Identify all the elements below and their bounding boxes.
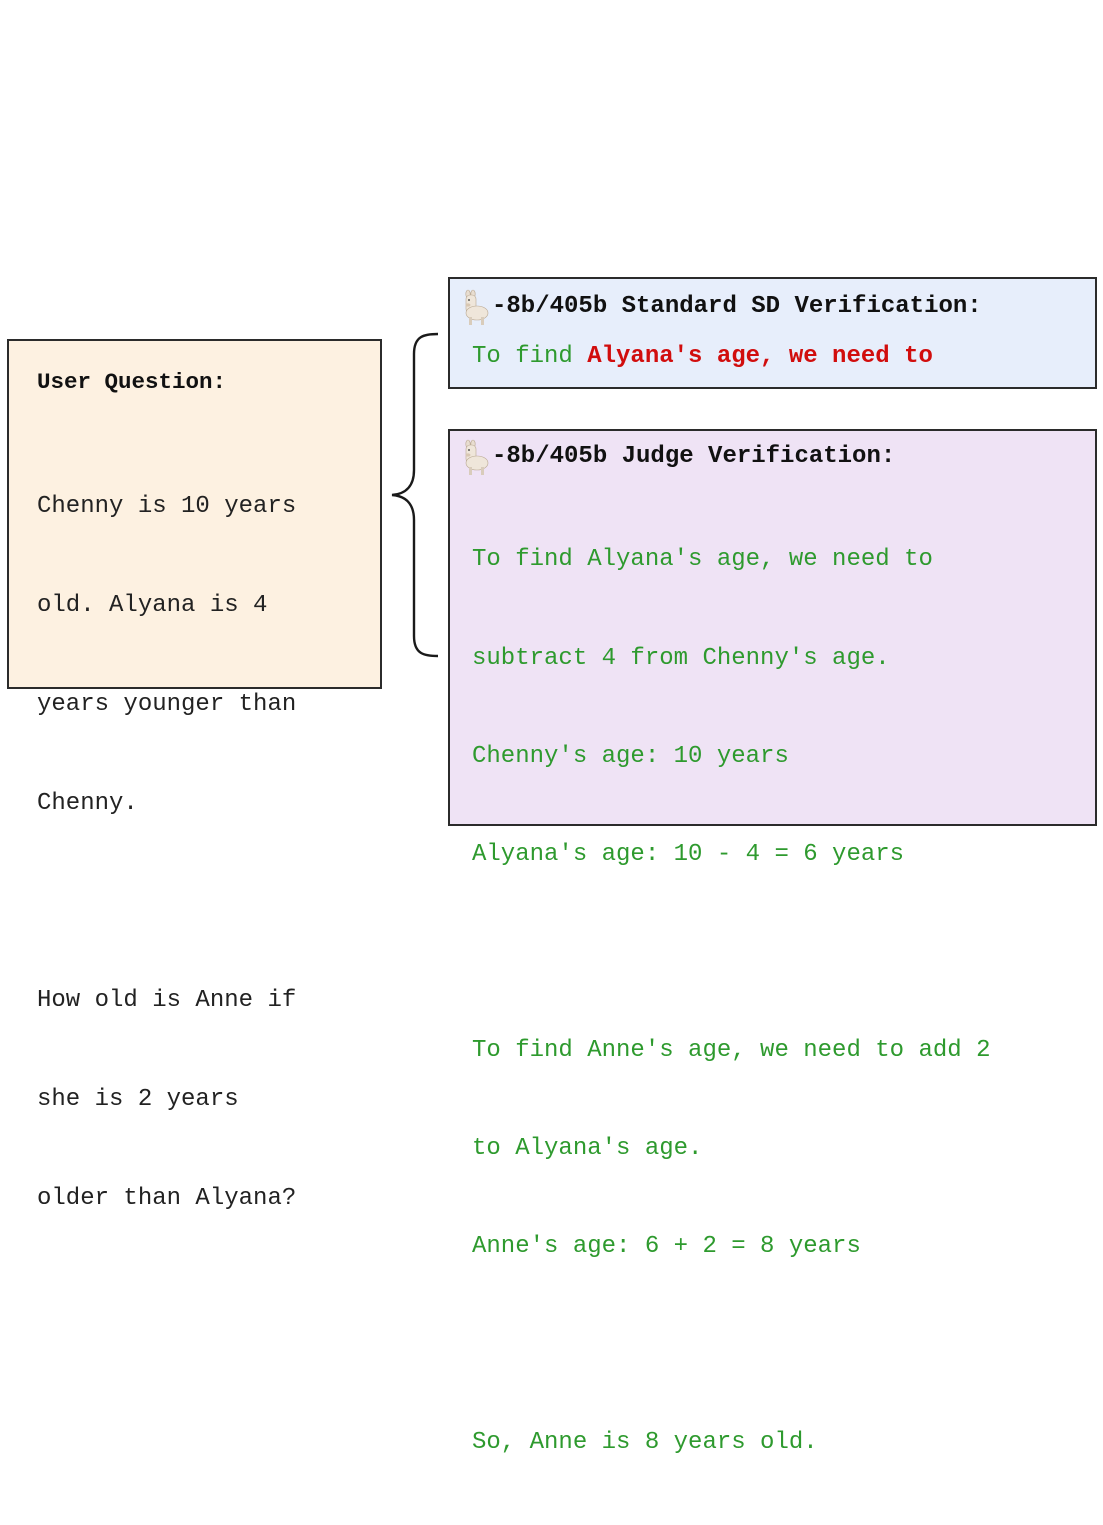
llama-icon [465, 289, 489, 325]
user-question-box: User Question: Chenny is 10 years old. A… [7, 339, 382, 1212]
question-line: Chenny is 10 years [37, 493, 297, 520]
judge-verification-box: -8b/405b Judge Verification: To find Aly… [448, 429, 1097, 1456]
rejected-text: Alyana's age, we need to [587, 343, 933, 370]
user-question-title: User Question: [37, 369, 227, 395]
judge-line: To find Alyana's age, we need to [472, 546, 933, 574]
standard-sd-title: -8b/405b Standard SD Verification: [492, 293, 982, 320]
question-line: How old is Anne if [37, 987, 297, 1014]
question-line: Chenny. [37, 790, 138, 817]
judge-line: to Alyana's age. [472, 1135, 703, 1163]
question-line: years younger than [37, 691, 297, 718]
curly-bracket-connector [391, 332, 439, 658]
judge-line: To find Anne's age, we need to add 2 [472, 1036, 991, 1064]
judge-line: So, Anne is 8 years old. [472, 1429, 818, 1457]
judge-title: -8b/405b Judge Verification: [492, 443, 896, 470]
question-paragraph-1: Chenny is 10 years old. Alyana is 4 year… [37, 424, 380, 886]
accepted-prefix: To find [472, 343, 588, 370]
judge-line: subtract 4 from Chenny's age. [472, 644, 890, 672]
judge-output: To find Alyana's age, we need to subtrac… [460, 479, 1095, 1525]
judge-line: Alyana's age: 10 - 4 = 6 years [472, 840, 905, 868]
judge-heading: -8b/405b Judge Verification: [460, 439, 1095, 475]
question-line: she is 2 years [37, 1086, 239, 1113]
standard-sd-output: To find Alyana's age, we need to [460, 341, 1095, 374]
question-line: old. Alyana is 4 [37, 592, 268, 619]
standard-sd-verification-box: -8b/405b Standard SD Verification: To fi… [448, 277, 1097, 389]
question-paragraph-2: How old is Anne if she is 2 years older … [37, 918, 380, 1281]
judge-line: Anne's age: 6 + 2 = 8 years [472, 1233, 861, 1261]
question-line: older than Alyana? [37, 1185, 297, 1212]
standard-sd-heading: -8b/405b Standard SD Verification: [460, 289, 1095, 325]
llama-icon [465, 439, 489, 475]
judge-line: Chenny's age: 10 years [472, 742, 789, 770]
